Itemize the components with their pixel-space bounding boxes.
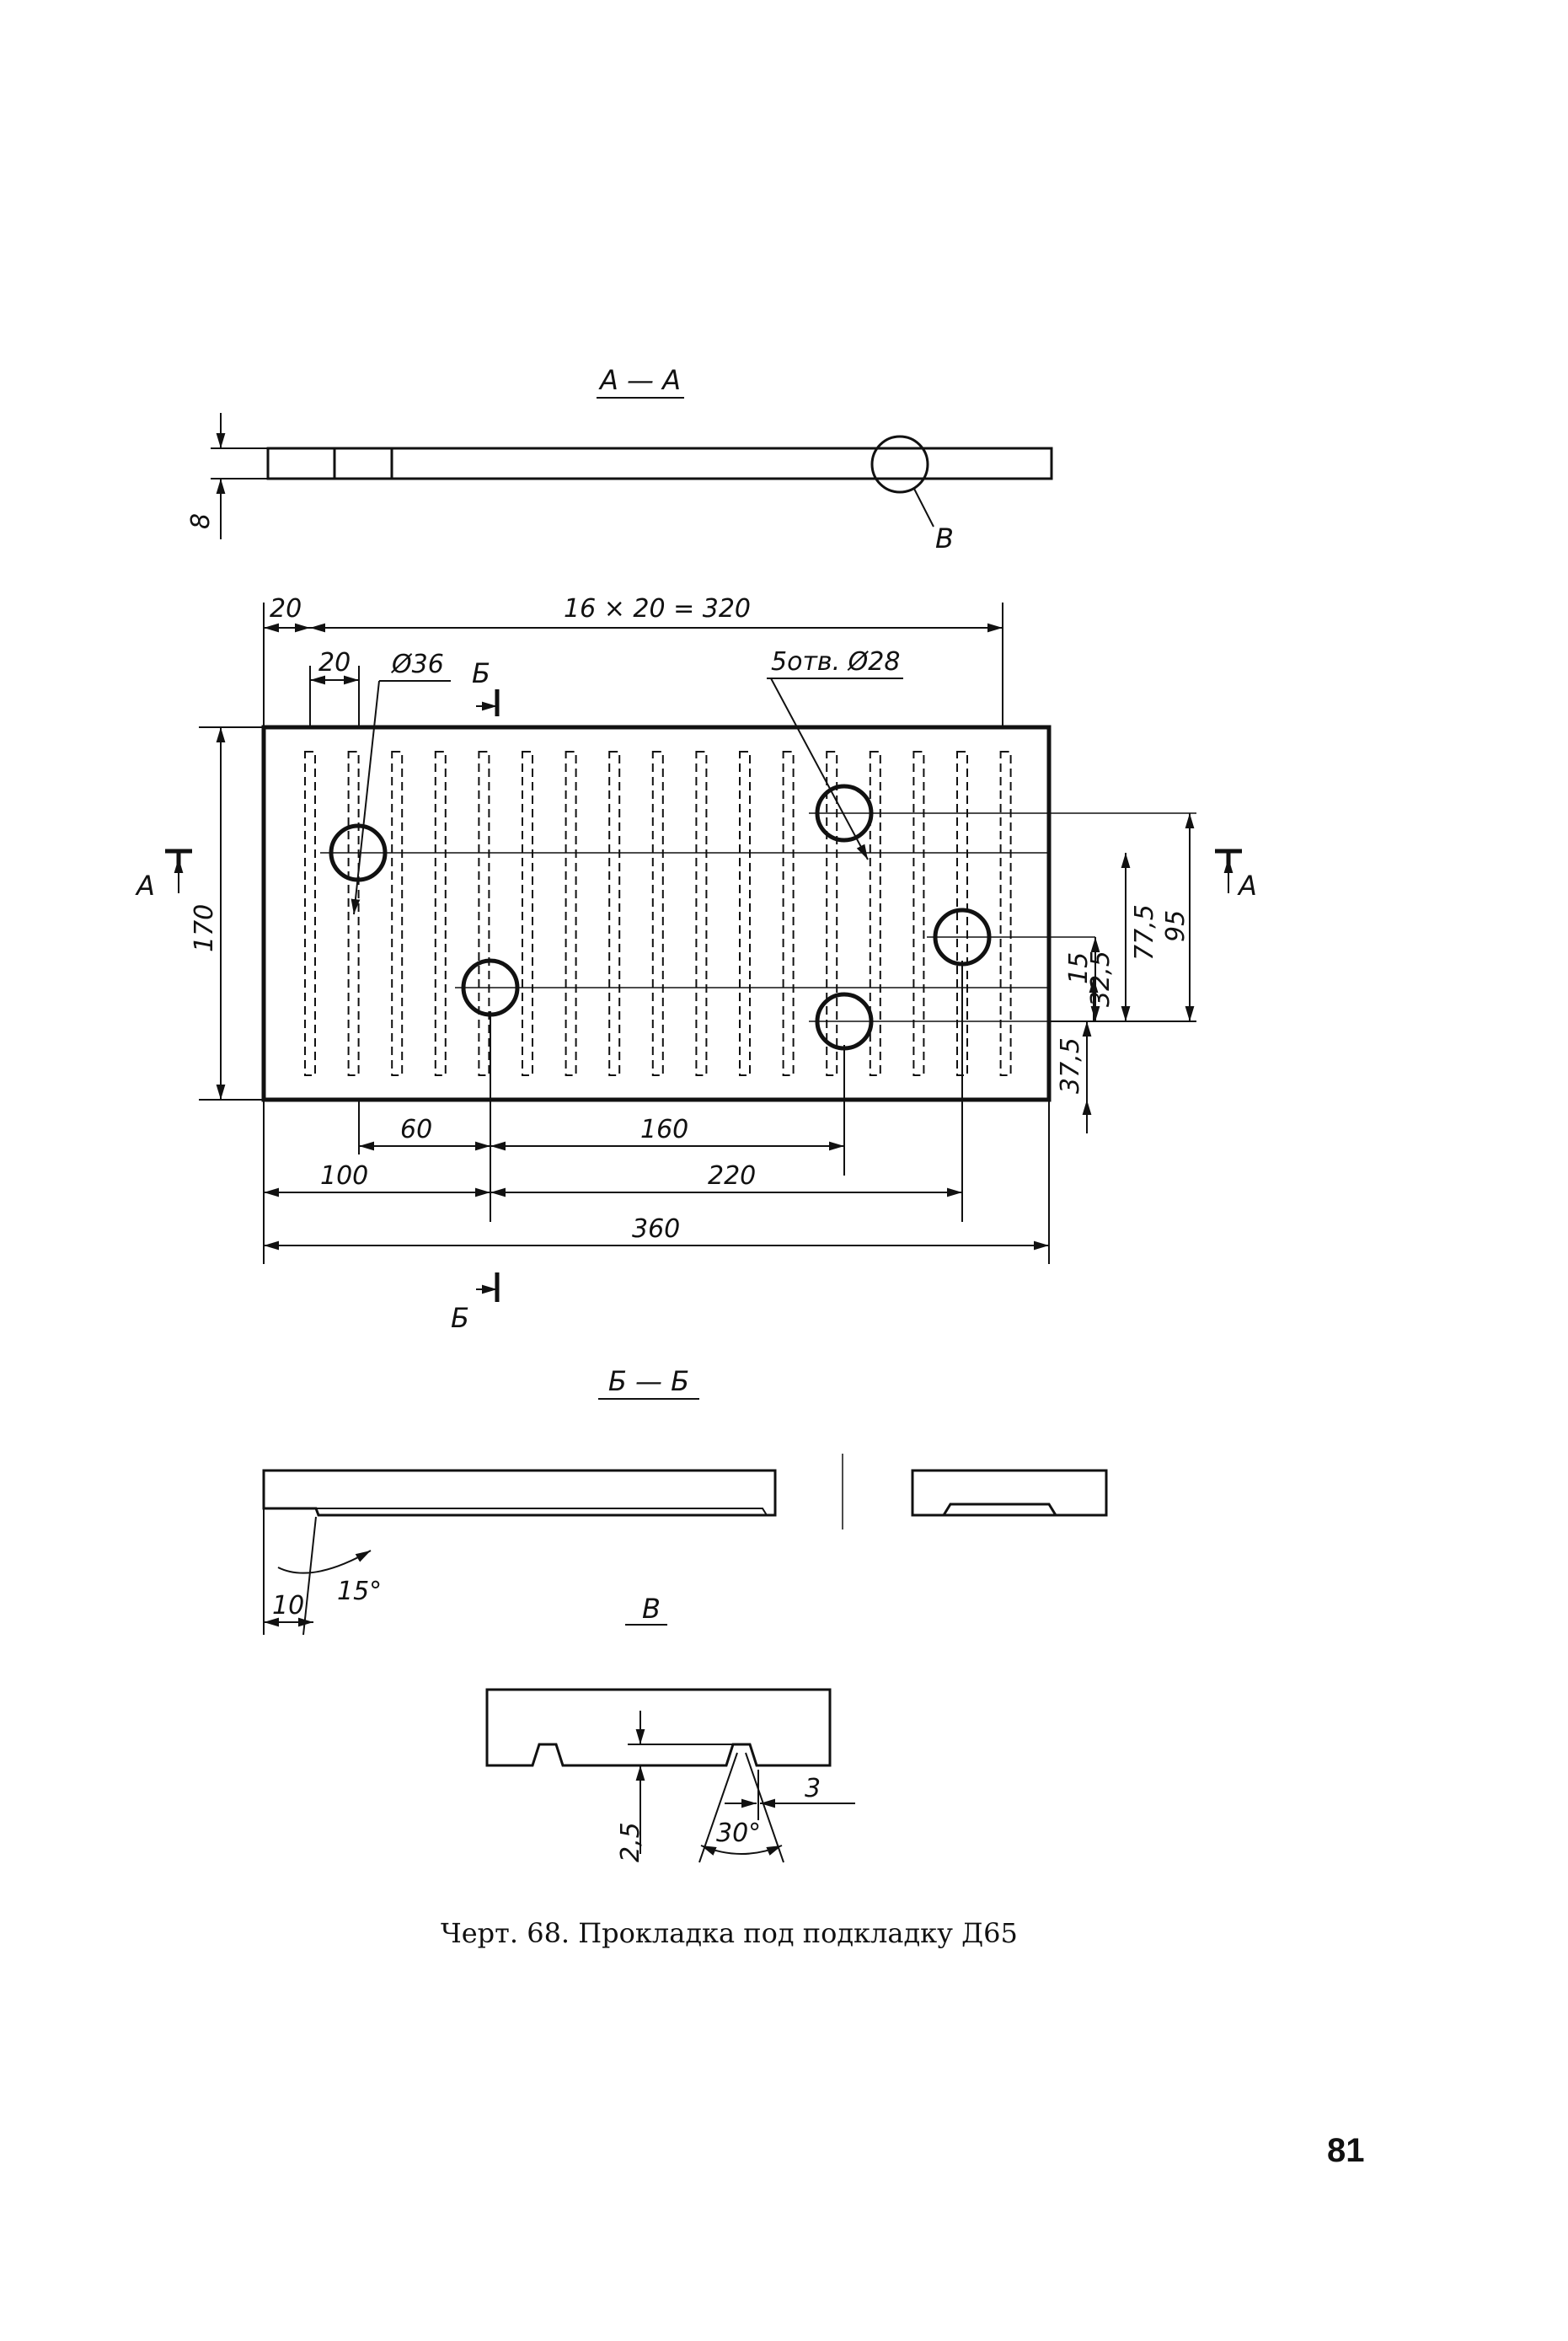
detail-v-marker: В <box>935 522 954 554</box>
hole-2 <box>815 784 874 843</box>
section-bb-right <box>911 1469 1108 1517</box>
section-bb-title: Б — Б <box>608 1365 689 1397</box>
plan-view: 20 16 × 20 = 320 20 Ø36 Б 5отв. Ø28 А А … <box>135 594 1257 1334</box>
slot <box>434 751 447 1076</box>
page-number: 81 <box>1327 2132 1365 2169</box>
slot <box>782 751 795 1076</box>
section-aa-title: А — А <box>598 364 681 396</box>
dim-2-5: 2,5 <box>616 1822 645 1862</box>
slot <box>869 751 881 1076</box>
dim-edge-offset: 20 <box>270 594 302 624</box>
section-aa-hole <box>333 447 393 480</box>
slots-group <box>304 751 1012 1076</box>
detail-v-body <box>485 1688 832 1767</box>
dim-95: 95 <box>1161 910 1191 942</box>
slot <box>695 751 708 1076</box>
section-aa-plate <box>266 447 1053 480</box>
dim-100: 100 <box>320 1161 368 1191</box>
dim-15: 15 <box>1064 952 1094 984</box>
dim-thickness: 8 <box>186 513 216 529</box>
section-a-marker-right: А <box>1237 870 1257 902</box>
dim-77-5: 77,5 <box>1130 904 1159 961</box>
label-small-holes: 5отв. Ø28 <box>771 647 900 677</box>
slot <box>565 751 577 1076</box>
slot <box>347 751 360 1076</box>
dim-32-5: 32,5 <box>1086 951 1116 1007</box>
detail-v: В 2,5 3 30° <box>485 1593 855 1863</box>
label-big-hole: Ø36 <box>390 650 444 679</box>
dim-360: 360 <box>632 1214 680 1244</box>
slot <box>478 751 490 1076</box>
slot <box>999 751 1012 1076</box>
dim-angle-30: 30° <box>716 1819 761 1848</box>
plate-outline <box>261 725 1052 1102</box>
dim-angle-15: 15° <box>337 1577 382 1606</box>
slot <box>391 751 404 1076</box>
section-b-marker-bottom: Б <box>451 1302 469 1334</box>
detail-v-circle <box>870 435 929 494</box>
slot <box>912 751 925 1076</box>
figure-caption: Черт. 68. Прокладка под подкладку Д65 <box>441 1917 1018 1949</box>
dim-height: 170 <box>190 904 219 952</box>
dim-37-5: 37,5 <box>1056 1037 1085 1094</box>
slot <box>651 751 664 1076</box>
dim-pitch-total: 16 × 20 = 320 <box>564 594 751 624</box>
slot <box>739 751 751 1076</box>
dim-slot-offset: 20 <box>318 648 351 678</box>
section-bb: Б — Б 10 15° <box>262 1365 1108 1636</box>
dim-3: 3 <box>805 1774 821 1803</box>
section-b-marker-top: Б <box>472 657 490 689</box>
slot <box>304 751 316 1076</box>
dim-160: 160 <box>640 1115 688 1144</box>
slot <box>826 751 838 1076</box>
dim-220: 220 <box>708 1161 756 1191</box>
section-aa: А — А В 8 <box>186 364 1053 554</box>
dim-60: 60 <box>400 1115 432 1144</box>
section-a-marker-left: А <box>135 870 155 902</box>
dim-10: 10 <box>272 1591 304 1620</box>
slot <box>522 751 533 1076</box>
slot <box>608 751 621 1076</box>
detail-v-title: В <box>642 1593 661 1625</box>
